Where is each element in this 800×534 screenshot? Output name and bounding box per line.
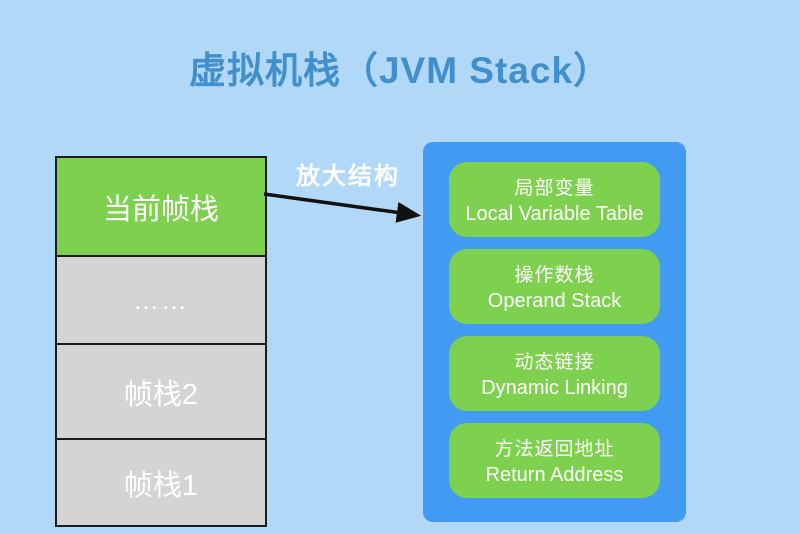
zoom-structure-label: 放大结构: [296, 163, 400, 190]
diagram-title: 虚拟机栈（JVM Stack）: [188, 50, 612, 91]
panel-item-operand-stack: 操作数栈 Operand Stack: [449, 249, 660, 324]
panel-item-label-en: Operand Stack: [487, 290, 622, 312]
stack-frame-current: 当前帧栈: [55, 156, 267, 257]
panel-item-label-zh: 局部变量: [514, 178, 595, 199]
stack-frame-detail-panel: 局部变量 Local Variable Table 操作数栈 Operand S…: [423, 142, 686, 522]
zoom-arrow-icon: [263, 192, 422, 223]
panel-item-label-en: Dynamic Linking: [481, 377, 628, 399]
panel-item-dynamic-linking: 动态链接 Dynamic Linking: [449, 336, 660, 411]
stack-frames-column: 当前帧栈 …… 帧栈2 帧栈1: [55, 156, 267, 527]
stack-frame-2: 帧栈2: [55, 343, 267, 440]
stack-frame-ellipsis: ……: [55, 255, 267, 345]
panel-item-label-zh: 方法返回地址: [494, 439, 615, 460]
panel-item-return-address: 方法返回地址 Return Address: [449, 423, 660, 498]
panel-item-local-variable-table: 局部变量 Local Variable Table: [449, 162, 660, 237]
panel-item-label-en: Local Variable Table: [465, 203, 644, 225]
panel-item-label-en: Return Address: [485, 464, 624, 486]
stack-frame-1: 帧栈1: [55, 438, 267, 527]
panel-item-label-zh: 动态链接: [514, 352, 595, 373]
panel-item-label-zh: 操作数栈: [514, 265, 595, 286]
